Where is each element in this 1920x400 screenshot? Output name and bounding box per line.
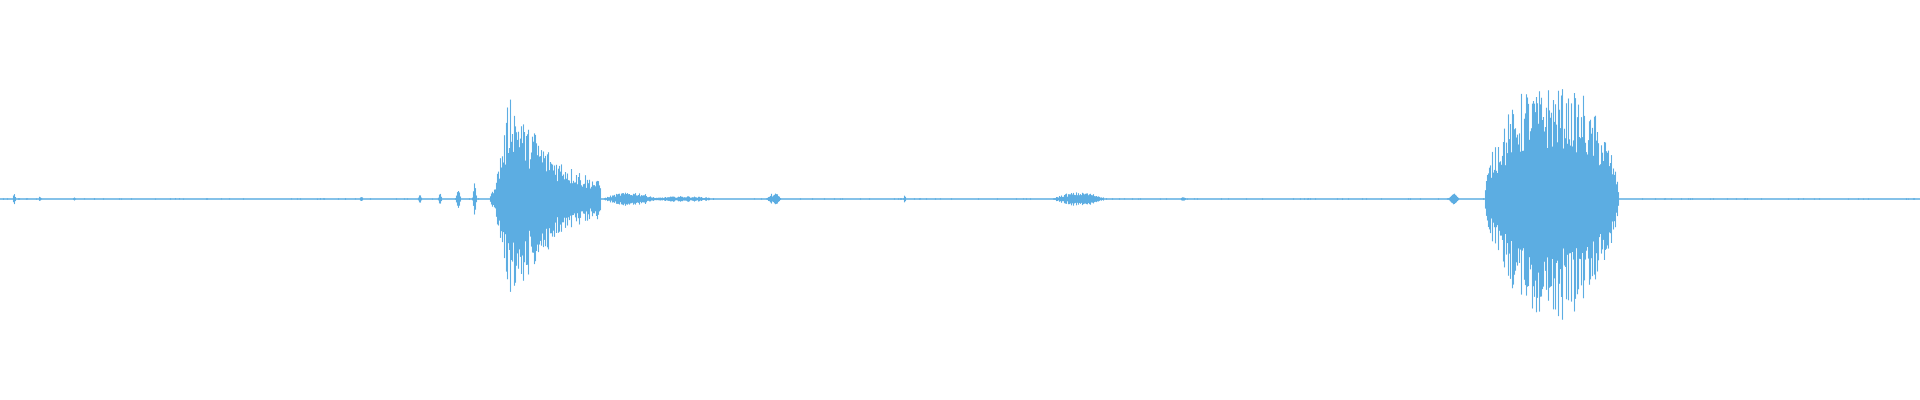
waveform-samples [2,89,1916,320]
